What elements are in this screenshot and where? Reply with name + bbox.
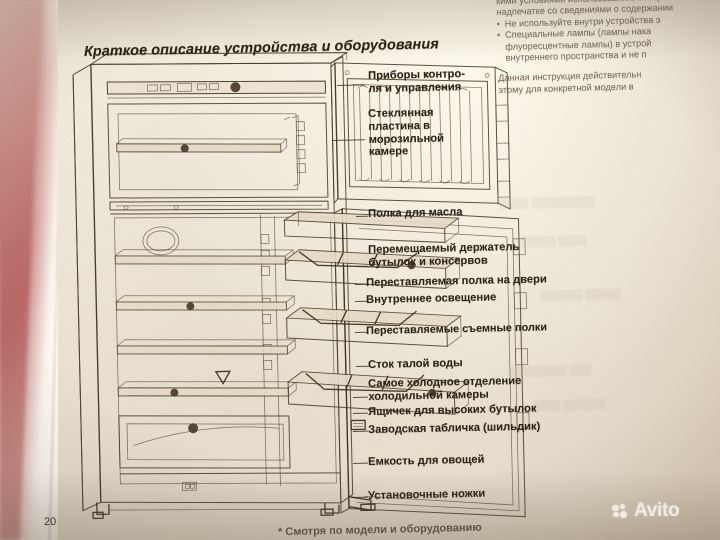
callout-label-meltwater-drain: Сток талой воды	[368, 357, 463, 371]
callout-label-rating-plate: Заводская табличка (шильдик)	[368, 420, 541, 436]
leader-line-butter-shelf	[355, 215, 369, 218]
callout-label-vegetable-bin: Емкость для овощей	[368, 453, 485, 468]
callout-label-freezer-glass-plate: Стеклянная пластина в морозильной камере	[368, 106, 445, 159]
leader-line-meltwater-drain	[355, 365, 370, 368]
callout-label-removable-shelves: Переставляемые съемные полки	[366, 321, 548, 337]
leader-line-control-panel	[336, 84, 366, 87]
page-top-shadow	[58, 0, 720, 60]
leader-line-vegetable-bin	[352, 462, 369, 465]
callout-label-interior-light: Внутреннее освещение	[366, 291, 497, 306]
avito-dots-icon	[612, 504, 630, 518]
callout-label-control-panel: Приборы контро- ля и управления	[368, 68, 466, 95]
avito-watermark: Avito	[612, 500, 680, 522]
leader-line-tall-bottle-box	[352, 412, 369, 415]
callout-label-butter-shelf: Полка для масла	[368, 206, 463, 220]
callout-label-door-shelf: Переставляемая полка на двери	[366, 273, 547, 289]
leader-line-bottle-holder	[355, 265, 369, 268]
leader-line-coldest-zone	[352, 396, 369, 399]
callout-label-coldest-zone: Самое холодное отделение холодильной кам…	[368, 374, 522, 403]
leader-line-rating-plate	[352, 430, 369, 433]
leader-line-freezer-glass-plate	[331, 139, 366, 142]
page-bottom-shadow	[0, 470, 720, 540]
avito-wordmark: Avito	[634, 500, 680, 521]
callout-label-bottle-holder: Перемещаемый держатель бутылок и консерв…	[368, 240, 520, 269]
callout-label-tall-bottle-box: Ящичек для высоких бутылок	[368, 402, 537, 418]
